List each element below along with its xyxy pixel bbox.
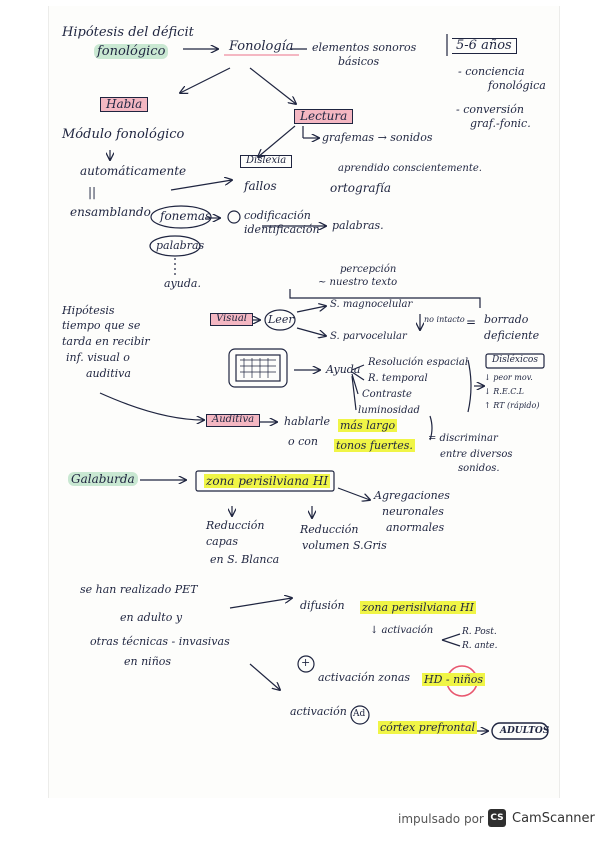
camscanner-brand: CamScanner bbox=[512, 811, 595, 826]
deficiente-label: deficiente bbox=[484, 329, 540, 342]
ortografia-label: ortografía bbox=[330, 181, 392, 195]
luminosidad-label: luminosidad bbox=[358, 405, 420, 416]
ayuda-label: ayuda. bbox=[164, 277, 201, 290]
tarda-label: tarda en recibir bbox=[62, 335, 150, 348]
fonemas-label: fonemas bbox=[160, 209, 212, 223]
ensamblando-label: ensamblando bbox=[70, 205, 151, 219]
pet-label-3: otras técnicas - invasivas bbox=[90, 635, 230, 648]
r-post-label: R. Post. bbox=[462, 627, 497, 637]
tiempo-label: tiempo que se bbox=[62, 319, 141, 332]
hipotesis-title: Hipótesis del déficit bbox=[62, 25, 194, 40]
conciencia-label: - conciencia bbox=[458, 65, 525, 78]
double-line: || bbox=[88, 185, 97, 199]
edad-box: 5-6 años bbox=[452, 38, 517, 54]
palabras-oval: palabras bbox=[156, 239, 205, 252]
activacion-2-label: activación bbox=[290, 705, 347, 718]
entre-diversos-label: entre diversos bbox=[440, 449, 513, 460]
ad-label: Ad bbox=[353, 709, 366, 719]
zona-perisilviana-box: zona perisilviana HI bbox=[204, 474, 331, 488]
peor-mov-label: ↓ peor mov. bbox=[484, 373, 533, 382]
adultos-label: ADULTOS bbox=[500, 726, 550, 736]
neuronales-label: neuronales bbox=[382, 505, 444, 518]
contraste-label: Contraste bbox=[362, 389, 412, 400]
nuestro-texto-label: ~ nuestro texto bbox=[318, 277, 398, 288]
fonologico-label: fonológico bbox=[94, 44, 169, 59]
auditiva-1-label: auditiva bbox=[86, 367, 131, 380]
hablarle-label: hablarle bbox=[284, 415, 331, 428]
codificacion-label: codificación bbox=[244, 209, 311, 222]
aprendido-label: aprendido conscientemente. bbox=[338, 163, 482, 174]
reduccion-capas-label: Reducción bbox=[206, 519, 265, 532]
pet-label-1: se han realizado PET bbox=[80, 583, 198, 596]
visual-box: Visual bbox=[210, 313, 253, 326]
dislexicos-box: Disléxicos bbox=[492, 355, 538, 365]
plus-label: + bbox=[301, 656, 311, 669]
volumen-label: volumen S.Gris bbox=[302, 539, 387, 552]
magnocelular-label: S. magnocelular bbox=[330, 299, 413, 310]
conversion-label: - conversión bbox=[456, 103, 524, 116]
discriminar-label: = discriminar bbox=[428, 433, 498, 444]
no-intacto-label: no intacto bbox=[424, 315, 465, 324]
r-temporal-label: R. temporal bbox=[368, 373, 428, 384]
activacion-label: ↓ activación bbox=[370, 625, 434, 636]
dislexia-box: Dislexia bbox=[240, 155, 293, 168]
borrado-label: borrado bbox=[484, 313, 529, 326]
parvocelular-label: S. parvocelular bbox=[330, 331, 407, 342]
agregaciones-label: Agregaciones bbox=[374, 489, 450, 502]
mas-largo-label: más largo bbox=[338, 419, 398, 432]
r-ante-label: R. ante. bbox=[462, 641, 498, 651]
ayuda-mayus-label: Ayuda bbox=[326, 363, 361, 376]
inf-visual-label: inf. visual o bbox=[66, 351, 130, 364]
conversion-label-2: graf.-fonic. bbox=[470, 117, 531, 130]
habla-box: Habla bbox=[100, 97, 149, 112]
palabras-label: palabras. bbox=[332, 219, 384, 232]
capas-label: capas bbox=[206, 535, 238, 548]
lectura-box: Lectura bbox=[294, 109, 354, 124]
camscanner-logo-icon: CS bbox=[488, 809, 506, 827]
footer-bar bbox=[0, 808, 599, 848]
activacion-zonas-label: activación zonas bbox=[318, 671, 411, 684]
fallos-label: fallos bbox=[244, 179, 277, 193]
hipotesis-2-label: Hipótesis bbox=[62, 304, 115, 317]
zona-perisilviana-2-label: zona perisilviana HI bbox=[360, 601, 476, 614]
pet-label-4: en niños bbox=[124, 655, 172, 668]
sonidos-label: sonidos. bbox=[458, 463, 500, 474]
percepcion-label: percepción bbox=[340, 264, 397, 275]
cortex-label: córtex prefrontal bbox=[378, 721, 478, 734]
equals-sign: = bbox=[466, 315, 477, 329]
anormales-label: anormales bbox=[386, 521, 445, 534]
difusion-label: difusión bbox=[300, 599, 345, 612]
resolucion-label: Resolución espacial bbox=[368, 357, 469, 368]
hd-ninos-label: HD - niños bbox=[422, 673, 486, 686]
rt-label: ↑ RT (rápido) bbox=[484, 401, 540, 410]
galaburda-label: Galaburda bbox=[68, 472, 138, 486]
pet-label-2: en adulto y bbox=[120, 611, 183, 624]
o-con-label: o con bbox=[288, 435, 318, 448]
auditiva-box: Auditiva bbox=[206, 414, 261, 427]
rec-label: ↓ R.E.C.L bbox=[484, 387, 524, 396]
en-sblanca-label: en S. Blanca bbox=[210, 553, 280, 566]
powered-by-label: impulsado por bbox=[398, 812, 484, 826]
leer-label: Leer bbox=[268, 313, 294, 326]
reduccion-vol-label: Reducción bbox=[300, 523, 359, 536]
elementos-label: elementos sonoros bbox=[312, 41, 417, 54]
grafemas-label: grafemas → sonidos bbox=[322, 131, 433, 144]
basicos-label: básicos bbox=[338, 55, 380, 68]
modulo-label: Módulo fonológico bbox=[62, 127, 185, 142]
identificacion-label: identificación bbox=[244, 223, 320, 236]
conciencia-label-2: fonológica bbox=[488, 79, 546, 92]
automaticamente-label: automáticamente bbox=[80, 164, 187, 178]
fonologia-label: Fonología bbox=[224, 40, 299, 56]
tonos-fuertes-label: tonos fuertes. bbox=[334, 439, 415, 452]
